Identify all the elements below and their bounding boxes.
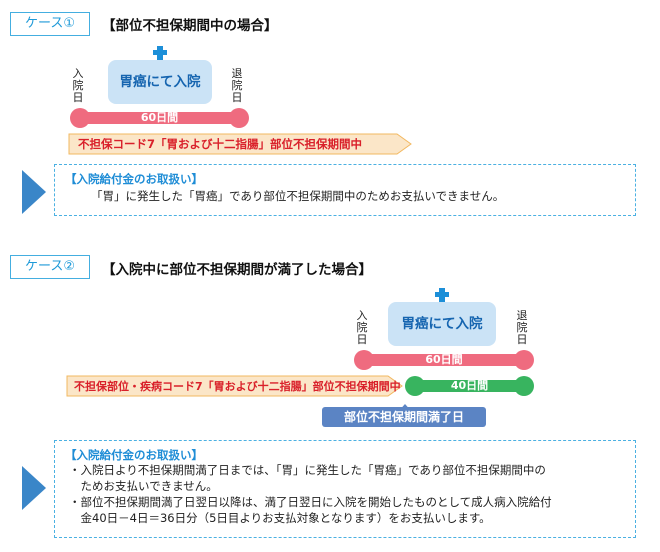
case1-note-line: 「胃」に発生した「胃癌」であり部位不担保期間中のためお支払いできません。 [91, 189, 505, 203]
case2-discharge-label: 退院日 [516, 309, 528, 346]
case1-note-heading: 【入院給付金のお取扱い】 [65, 172, 203, 186]
case2-note-line: 金40日－4日＝36日分（5日目よりお支払対象となります）をお支払いします。 [69, 511, 491, 525]
case2-hospital-box: 胃癌にて入院 [388, 302, 496, 346]
hospital-cross-icon-vertical [157, 46, 163, 60]
case2-tag: ケース② [10, 255, 90, 279]
case2-hospital-label: 胃癌にて入院 [401, 316, 483, 332]
case2-exclusion-arrow: 不担保部位・疾病コード7「胃および十二指腸」部位不担保期間中 [66, 375, 404, 397]
case2-stay-label: 60日間 [425, 353, 463, 366]
case2-covered-label: 40日間 [450, 379, 489, 392]
case1-stay-label: 60日間 [140, 111, 179, 124]
case2-note-heading: 【入院給付金のお取扱い】 [65, 448, 203, 462]
case2-admission-label: 入院日 [356, 309, 368, 346]
case1-hospital-sign: 胃癌にて入院 [108, 46, 212, 104]
case1-exclusion-label: 不担保コード7「胃および十二指腸」部位不担保期間中 [78, 137, 362, 151]
case1-tag: ケース① [10, 12, 90, 36]
case2-expiry-label: 部位不担保期間満了日 [343, 410, 464, 424]
case1-note-arrow-icon [22, 170, 46, 218]
case1-exclusion-arrow: 不担保コード7「胃および十二指腸」部位不担保期間中 [68, 133, 413, 155]
case2-note-arrow-icon [22, 466, 46, 514]
case2-note-box: 【入院給付金のお取扱い】 ・入院日より不担保期間満了日までは、「胃」に発生した「… [54, 440, 636, 538]
case1-discharge-label: 退院日 [231, 67, 243, 104]
case1-title: 【部位不担保期間中の場合】 [102, 18, 278, 34]
case2-exclusion-label: 不担保部位・疾病コード7「胃および十二指腸」部位不担保期間中 [74, 380, 401, 393]
hospital-cross-icon-vertical [439, 288, 445, 302]
case2-note-line: ためお支払いできません。 [69, 479, 218, 493]
case2-note-line: ・部位不担保期間満了日翌日以降は、満了日翌日に入院を開始したものとして成人病入院… [69, 495, 552, 509]
case2-note-line: ・入院日より不担保期間満了日までは、「胃」に発生した「胃癌」であり部位不担保期間… [69, 463, 546, 477]
case1-hospital-label: 胃癌にて入院 [119, 74, 201, 90]
case2-covered-bar: 40日間 [415, 380, 524, 392]
case1-hospital-box: 胃癌にて入院 [108, 60, 212, 104]
case2-expiry-badge: 部位不担保期間満了日 [322, 407, 486, 427]
case1-admission-label: 入院日 [72, 67, 84, 104]
case2-title: 【入院中に部位不担保期間が満了した場合】 [102, 262, 372, 278]
case2-hospital-sign: 胃癌にて入院 [388, 288, 496, 346]
case1-note-box: 【入院給付金のお取扱い】 「胃」に発生した「胃癌」であり部位不担保期間中のためお… [54, 164, 636, 216]
case1-stay-bar: 60日間 [80, 112, 239, 124]
case2-stay-bar: 60日間 [364, 354, 524, 366]
